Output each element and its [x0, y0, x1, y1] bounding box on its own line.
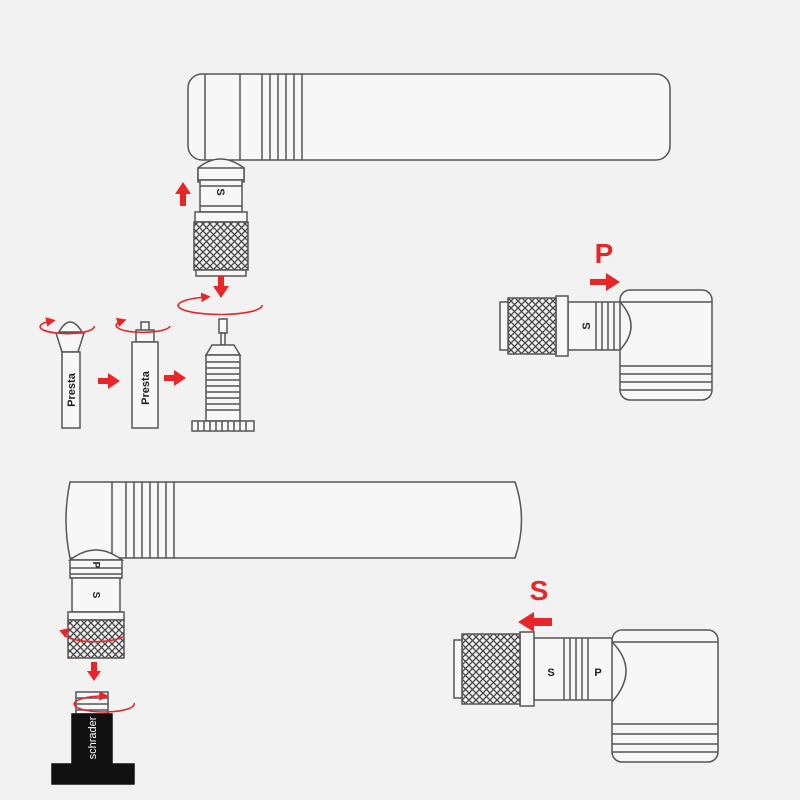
arrow-right-icon [98, 373, 120, 389]
arrow-right-icon [590, 273, 620, 291]
arrow-right-icon [164, 370, 186, 386]
bottom-pump-mark-s: S [90, 592, 101, 599]
top-pump-valve-mark: S [214, 188, 226, 195]
schrader-label: schrader [87, 716, 99, 759]
presta-open-stage [131, 321, 159, 429]
arrow-down-icon [213, 276, 229, 298]
presta-cap-label: Presta [66, 372, 78, 407]
mode-letter-p: P [595, 238, 614, 269]
arrow-left-icon [518, 612, 552, 632]
right-bottom-mark-p: P [594, 667, 601, 679]
right-bottom-pump-head [453, 629, 719, 763]
top-pump-head [193, 158, 249, 277]
arrow-down-icon [87, 662, 101, 681]
bottom-pump-body [65, 481, 523, 559]
right-top-valve-mark: S [581, 322, 593, 329]
right-bottom-mark-s: S [547, 667, 554, 679]
presta-valve-label: Presta [140, 370, 152, 405]
arrow-up-icon [175, 182, 191, 206]
rotate-icon [177, 292, 263, 316]
schrader-valve [51, 691, 135, 785]
rotate-icon [39, 317, 171, 713]
bottom-pump-head [67, 549, 125, 659]
bottom-pump-mark-p: P [90, 562, 101, 569]
right-top-pump-head [499, 289, 713, 401]
presta-valve-stage [191, 318, 255, 432]
presta-cap-stage [54, 321, 86, 429]
top-pump-body [187, 73, 671, 161]
mode-letter-s: S [530, 575, 549, 606]
